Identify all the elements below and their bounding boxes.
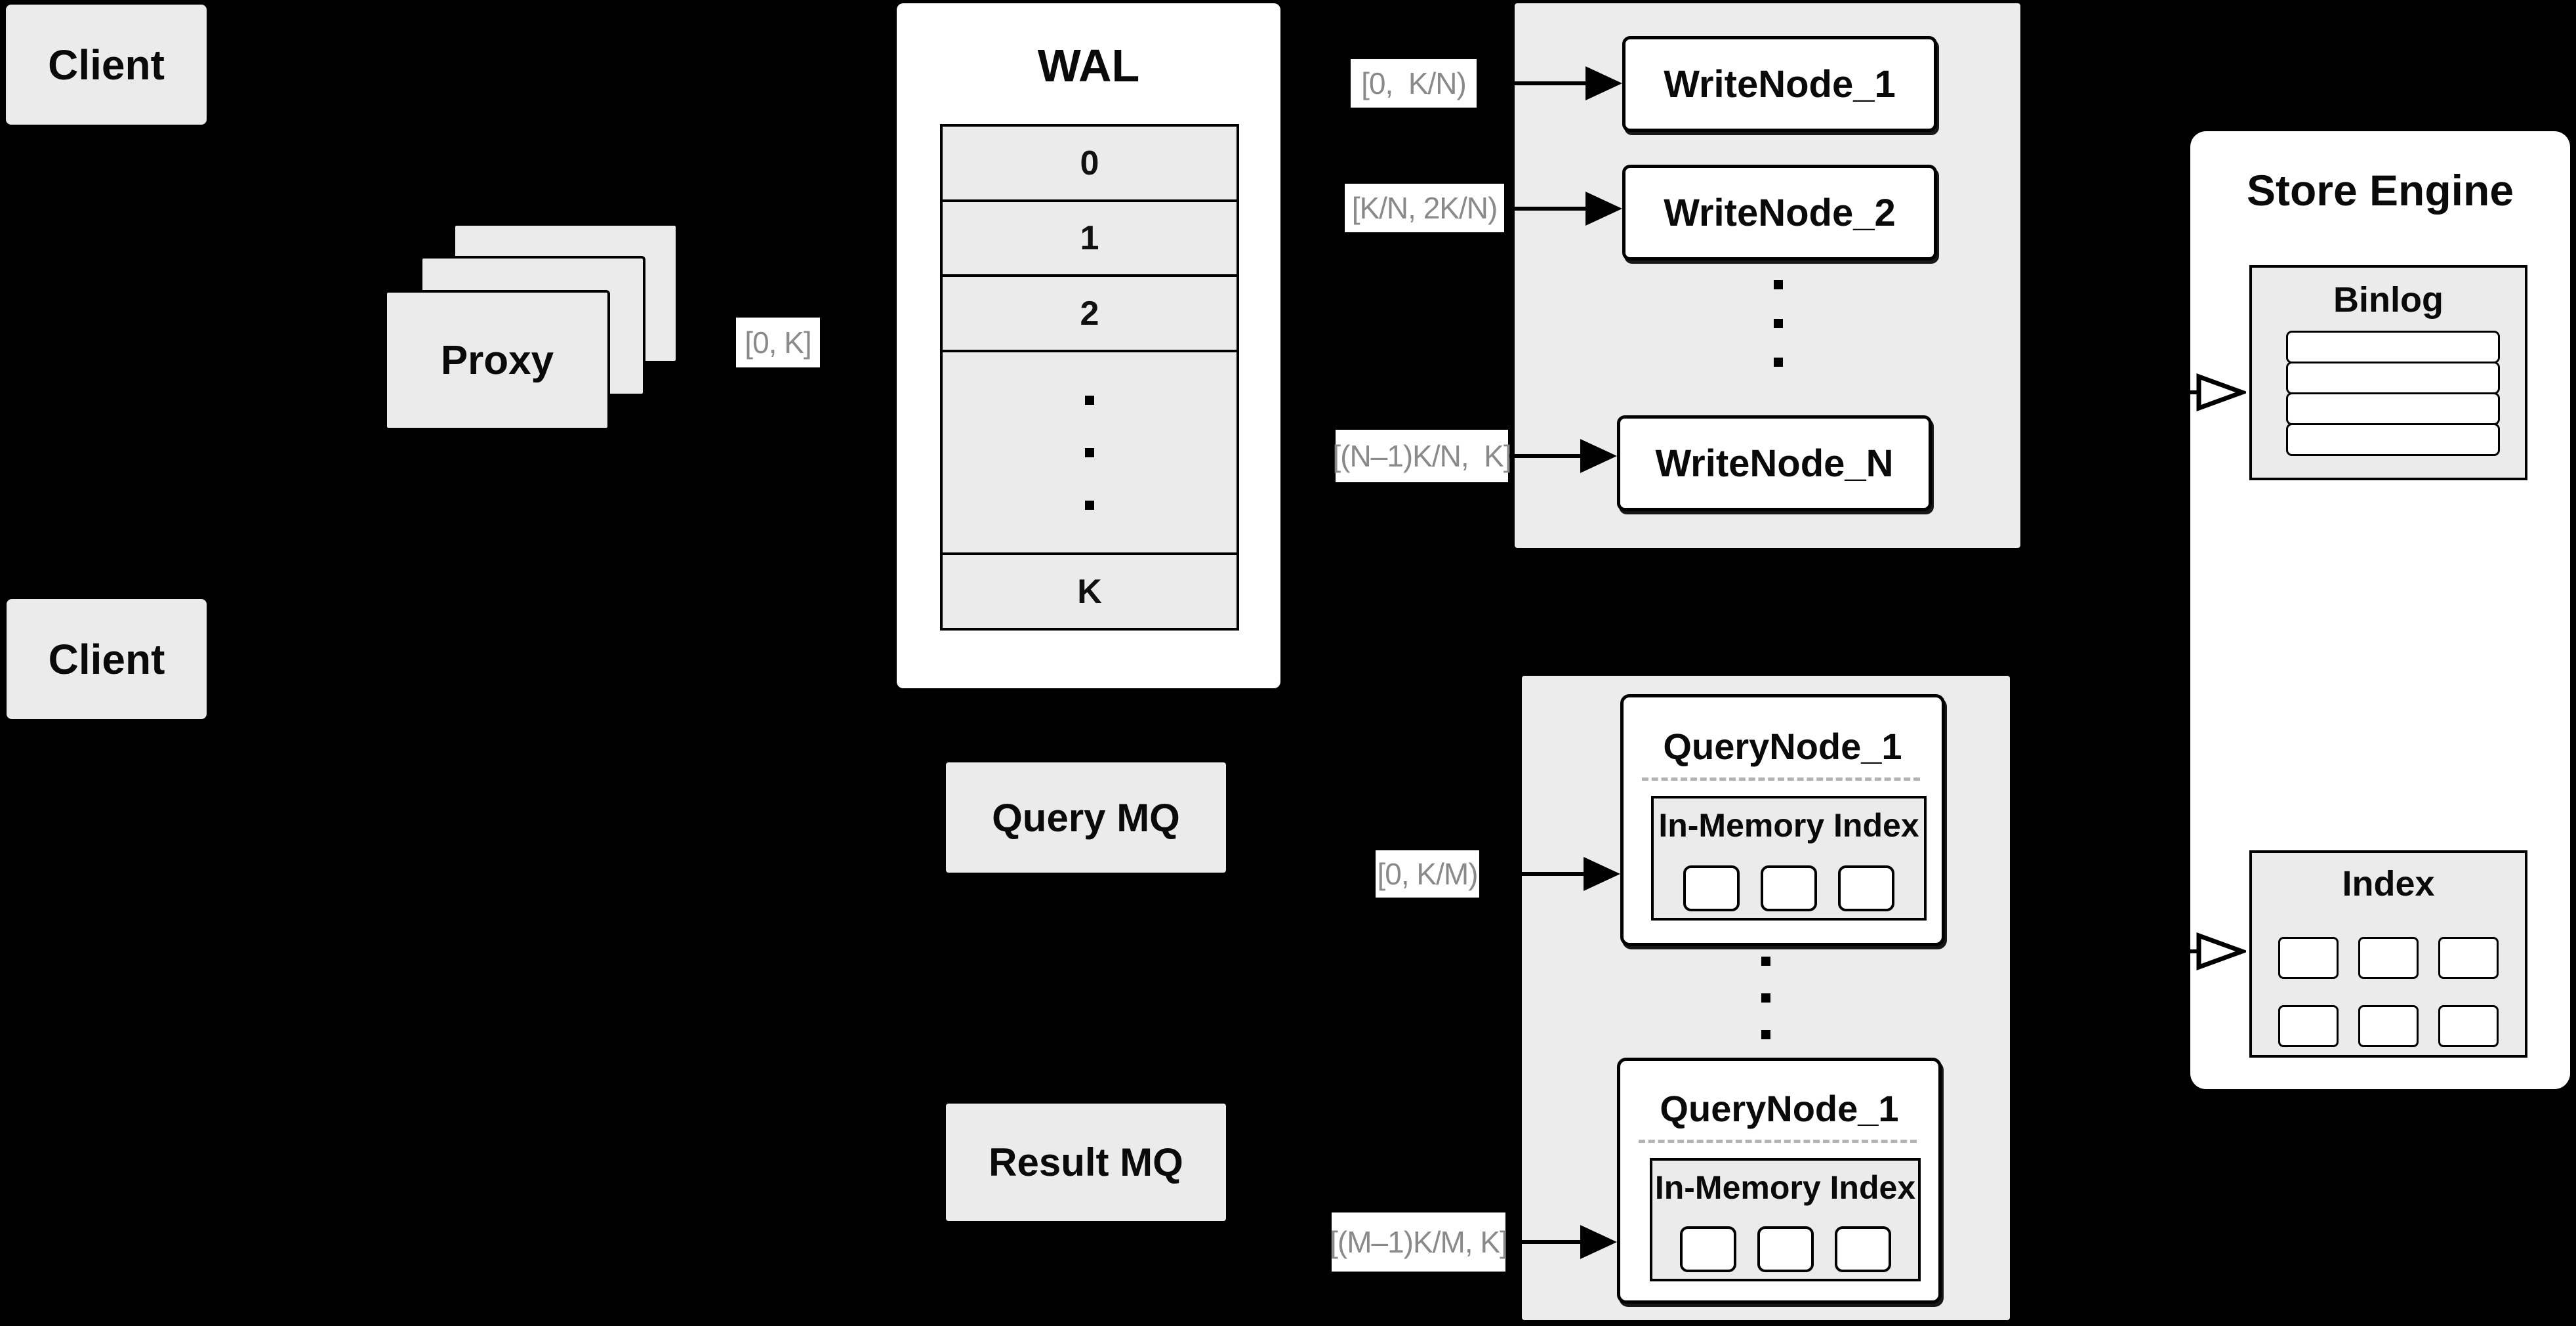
client-top-box: Client — [6, 5, 207, 125]
arrow-line-query-m — [1507, 1240, 1587, 1244]
query-node-m-label: QueryNode_1 — [1660, 1088, 1899, 1129]
wal-ellipsis — [943, 352, 1237, 555]
write-node-2-label: WriteNode_2 — [1664, 191, 1896, 234]
wal-slot-2: 2 — [943, 277, 1237, 352]
wal-slot-0: 0 — [943, 127, 1237, 202]
query-cluster-ellipsis — [1761, 957, 1770, 1039]
binlog-row — [2286, 392, 2500, 425]
arrow-head-binlog-open — [2196, 373, 2246, 411]
result-mq-label: Result MQ — [989, 1140, 1183, 1184]
arrow-line-binlog — [2158, 390, 2205, 394]
query-range-1-chip: [0, K/M) — [1376, 850, 1479, 898]
binlog-box: Binlog — [2249, 265, 2527, 480]
client-bottom-label: Client — [48, 635, 165, 683]
write-node-1: WriteNode_1 — [1622, 36, 1937, 132]
arrow-head-query-m — [1580, 1225, 1617, 1259]
index-squares-row-2 — [2252, 1005, 2525, 1047]
write-range-n-chip: [(N–1)K/N, K] — [1332, 430, 1512, 482]
client-top-label: Client — [48, 41, 165, 89]
arrow-line-index — [2158, 949, 2205, 953]
wal-table: 0 1 2 K — [940, 124, 1239, 631]
query-node-m: QueryNode_1 In-Memory Index — [1617, 1058, 1942, 1304]
write-node-n: WriteNode_N — [1617, 415, 1932, 511]
index-squares-row-1 — [2252, 937, 2525, 979]
arrow-head-index-open — [2196, 932, 2246, 970]
write-node-1-label: WriteNode_1 — [1664, 62, 1896, 106]
client-bottom-box: Client — [7, 599, 207, 719]
arrow-line-write-n — [1509, 454, 1585, 458]
write-node-2: WriteNode_2 — [1622, 165, 1937, 260]
in-memory-index-1-segments — [1654, 865, 1924, 911]
store-engine-title: Store Engine — [2246, 166, 2514, 215]
index-box: Index — [2249, 850, 2527, 1058]
write-range-1-chip: [0, K/N) — [1351, 59, 1477, 108]
arrow-line-query-1 — [1481, 872, 1589, 876]
write-range-2-chip: [K/N, 2K/N) — [1345, 184, 1504, 232]
write-range-2-label: [K/N, 2K/N) — [1351, 191, 1498, 225]
in-memory-index-m-segments — [1652, 1226, 1918, 1272]
binlog-rows — [2286, 331, 2500, 456]
store-engine-box: Store Engine Binlog Index — [2190, 131, 2570, 1089]
arrow-line-write-1 — [1478, 81, 1589, 85]
binlog-row — [2286, 362, 2500, 394]
query-range-m-chip: [(M–1)K/M, K] — [1330, 1212, 1508, 1272]
result-mq-box: Result MQ — [946, 1104, 1226, 1221]
query-node-m-separator — [1639, 1140, 1917, 1143]
proxy-label: Proxy — [440, 337, 554, 383]
write-node-n-label: WriteNode_N — [1655, 442, 1894, 485]
write-range-n-label: [(N–1)K/N, K] — [1332, 439, 1511, 473]
arrow-line-write-2 — [1505, 207, 1591, 211]
arrow-head-query-1 — [1584, 857, 1620, 891]
wal-slot-1: 1 — [943, 202, 1237, 277]
arrow-head-write-1 — [1585, 66, 1622, 100]
in-memory-index-m: In-Memory Index — [1650, 1158, 1921, 1281]
query-node-1-label: QueryNode_1 — [1663, 726, 1902, 767]
in-memory-index-1: In-Memory Index — [1651, 796, 1927, 921]
binlog-row — [2286, 423, 2500, 456]
binlog-title: Binlog — [2333, 280, 2443, 320]
write-cluster-ellipsis — [1774, 280, 1783, 367]
wal-title: WAL — [1037, 40, 1140, 91]
query-node-1-separator — [1642, 777, 1920, 781]
proxy-range-label: [0, K] — [745, 325, 811, 360]
query-node-1: QueryNode_1 In-Memory Index — [1620, 694, 1945, 946]
arrow-head-write-n — [1580, 439, 1617, 473]
wal-slot-k: K — [943, 555, 1237, 628]
query-range-m-label: [(M–1)K/M, K] — [1330, 1225, 1508, 1259]
in-memory-index-m-label: In-Memory Index — [1654, 1169, 1916, 1206]
wal-box: WAL 0 1 2 K — [897, 3, 1280, 688]
proxy-range-chip: [0, K] — [736, 318, 820, 367]
query-mq-label: Query MQ — [992, 795, 1180, 840]
arrow-head-write-2 — [1585, 192, 1622, 226]
index-title: Index — [2342, 864, 2435, 903]
in-memory-index-1-label: In-Memory Index — [1658, 807, 1919, 844]
proxy-card-front: Proxy — [384, 290, 610, 430]
write-range-1-label: [0, K/N) — [1361, 66, 1467, 100]
query-mq-box: Query MQ — [946, 762, 1226, 873]
query-range-1-label: [0, K/M) — [1377, 857, 1478, 891]
binlog-row — [2286, 331, 2500, 363]
